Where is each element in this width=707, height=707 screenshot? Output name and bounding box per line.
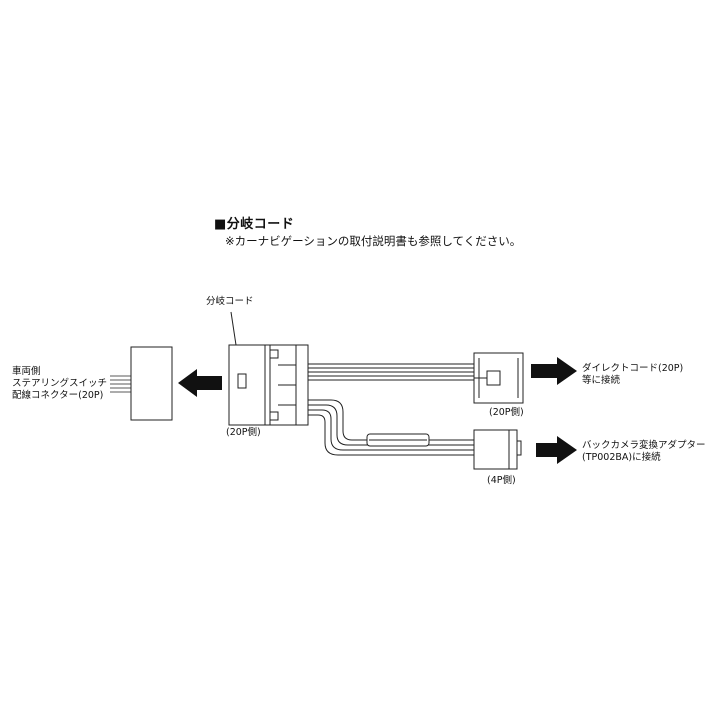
- vehicle-side-line-1: 車両側: [12, 366, 41, 377]
- section-heading: ■分岐コード: [214, 217, 295, 232]
- branch-cord-pointer: [230, 311, 237, 346]
- right-4p-connector: [473, 429, 522, 470]
- reference-note: ※カーナビゲーションの取付説明書も参照してください。: [225, 234, 522, 248]
- right-20p-connector: [473, 352, 524, 404]
- vehicle-connector: [130, 346, 173, 421]
- right-top-arrow: [531, 357, 577, 385]
- left-arrow: [178, 369, 222, 397]
- camera-adapter-label: バックカメラ変換アダプター (TP002BA)に接続: [582, 440, 706, 464]
- branch-cord-label: 分岐コード: [206, 296, 254, 307]
- lower-cable: [308, 399, 474, 456]
- right-bottom-arrow: [536, 436, 577, 464]
- vehicle-side-line-3: 配線コネクター(20P): [12, 390, 104, 401]
- direct-cord-line-2: 等に接続: [582, 375, 621, 386]
- right-20p-label: (20P側): [489, 407, 524, 418]
- vehicle-connector-wires: [110, 375, 131, 393]
- camera-adapter-line-2: (TP002BA)に接続: [582, 452, 661, 463]
- vehicle-side-line-2: ステアリングスイッチ: [12, 378, 108, 389]
- camera-adapter-line-1: バックカメラ変換アダプター: [582, 440, 706, 451]
- vehicle-side-label: 車両側 ステアリングスイッチ 配線コネクター(20P): [12, 366, 107, 402]
- right-4p-label: (4P側): [487, 475, 516, 486]
- center-20p-label: (20P側): [226, 427, 261, 438]
- branch-connector: [228, 344, 309, 426]
- direct-cord-label: ダイレクトコード(20P) 等に接続: [582, 363, 683, 387]
- upper-cable: [308, 363, 474, 381]
- direct-cord-line-1: ダイレクトコード(20P): [582, 363, 684, 374]
